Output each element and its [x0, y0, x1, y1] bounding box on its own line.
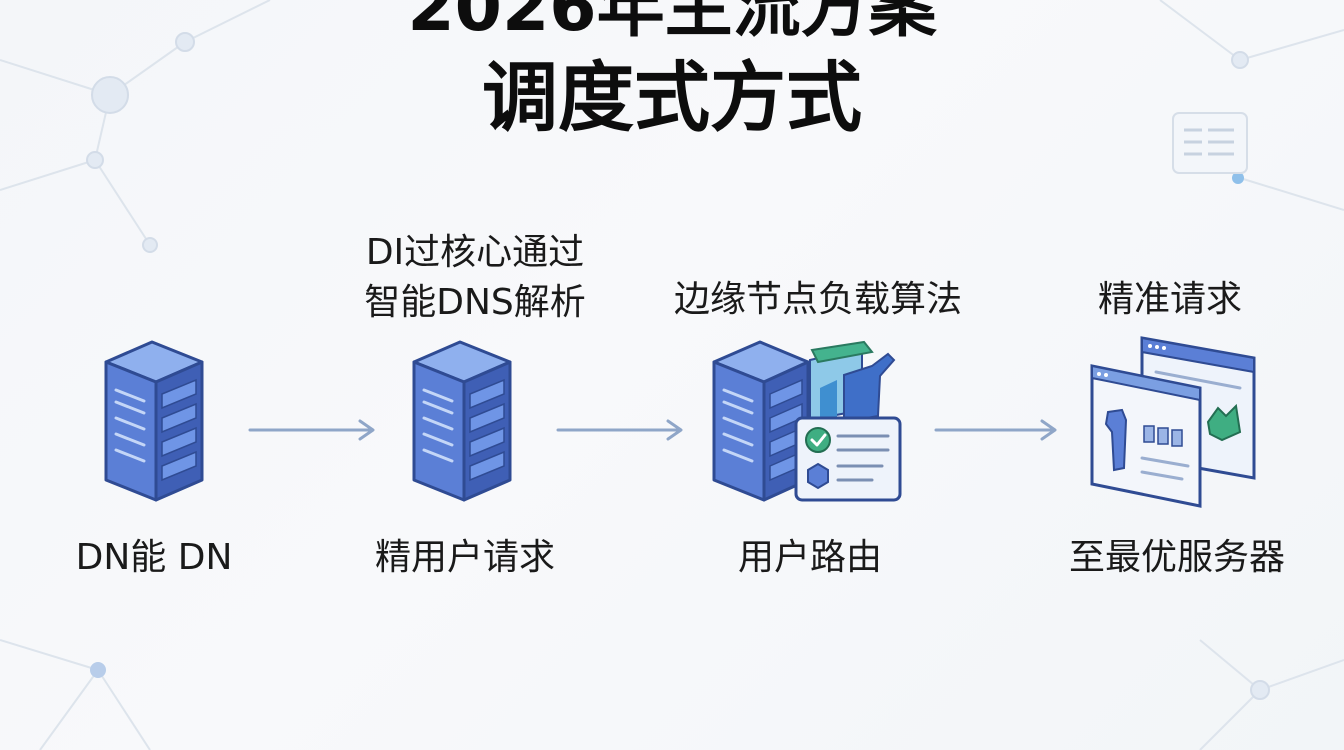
edge-server-security-icon: [712, 340, 902, 502]
step-2-top-label-line1: DI过核心通过: [365, 232, 585, 273]
step-2-bottom-label: 精用户请求: [374, 537, 555, 578]
step-2-top-label: DI过核心通过 智能DNS解析: [340, 228, 610, 328]
arrow-right-icon: [934, 419, 1057, 441]
arrow-right-icon: [248, 419, 375, 441]
step-4-top-label: 精准请求: [1097, 279, 1242, 320]
document-card-icon: [1172, 112, 1248, 174]
page-subtitle: 调度式方式: [482, 53, 862, 142]
server-icon: [104, 340, 204, 502]
step-1-bottom-label: DN能 DN: [75, 537, 233, 578]
step-3-bottom-label: 用户路由: [737, 537, 882, 578]
step-4-bottom-label: 至最优服务器: [1068, 537, 1285, 578]
arrow-right-icon: [556, 419, 683, 441]
server-icon: [412, 340, 512, 502]
page-title: 2026年主流方案: [407, 0, 937, 47]
step-3-top-label: 边缘节点负载算法: [673, 279, 962, 320]
step-2-top-label-line2: 智能DNS解析: [364, 282, 586, 323]
web-pages-icon: [1090, 336, 1256, 508]
